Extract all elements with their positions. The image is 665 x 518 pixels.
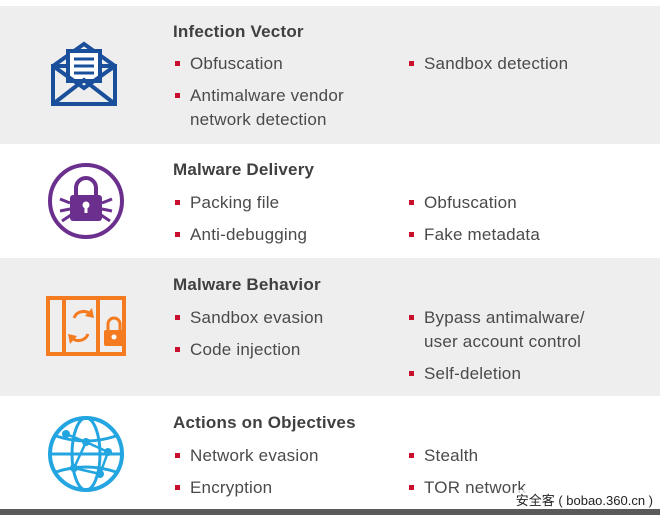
section-title: Infection Vector [173,22,304,41]
section-malware-behavior: Malware Behavior Sandbox evasion Code in… [0,258,660,396]
section-title: Malware Delivery [173,160,315,179]
list-item: Obfuscation [409,191,517,215]
section-infection-vector: Infection Vector Obfuscation Antimalware… [0,6,660,144]
bullet-marker [409,371,414,376]
list-item: TOR network [409,476,526,500]
list-item: Packing file [175,191,279,215]
sandbox-lock-icon [46,296,126,356]
list-item: Sandbox evasion [175,306,323,330]
bullet-marker [175,61,180,66]
list-item: Encryption [175,476,272,500]
list-item: Obfuscation [175,52,283,76]
bullet-marker [409,200,414,205]
bullet-marker [409,453,414,458]
list-item: Self-deletion [409,362,521,386]
bullet-marker [409,315,414,320]
bullet-marker [175,453,180,458]
envelope-icon [51,41,117,106]
bottom-divider [0,509,660,515]
bullet-marker [175,232,180,237]
locked-bug-icon [48,163,124,239]
bullet-marker [409,61,414,66]
bullet-marker [175,200,180,205]
bullet-marker [175,93,180,98]
section-title: Malware Behavior [173,275,321,294]
section-malware-delivery: Malware Delivery Packing file Anti-debug… [0,144,660,258]
list-item: Stealth [409,444,478,468]
list-item: Antimalware vendor network detection [175,84,344,132]
list-item: Bypass antimalware/ user account control [409,306,585,354]
watermark: 安全客 ( bobao.360.cn ) [513,490,655,509]
list-item: Sandbox detection [409,52,568,76]
bullet-marker [409,232,414,237]
bullet-marker [409,485,414,490]
bullet-marker [175,485,180,490]
list-item: Code injection [175,338,301,362]
list-item: Fake metadata [409,223,540,247]
list-item: Network evasion [175,444,319,468]
section-title: Actions on Objectives [173,413,356,432]
list-item: Anti-debugging [175,223,307,247]
bullet-marker [175,347,180,352]
globe-network-icon [48,416,124,492]
bullet-marker [175,315,180,320]
